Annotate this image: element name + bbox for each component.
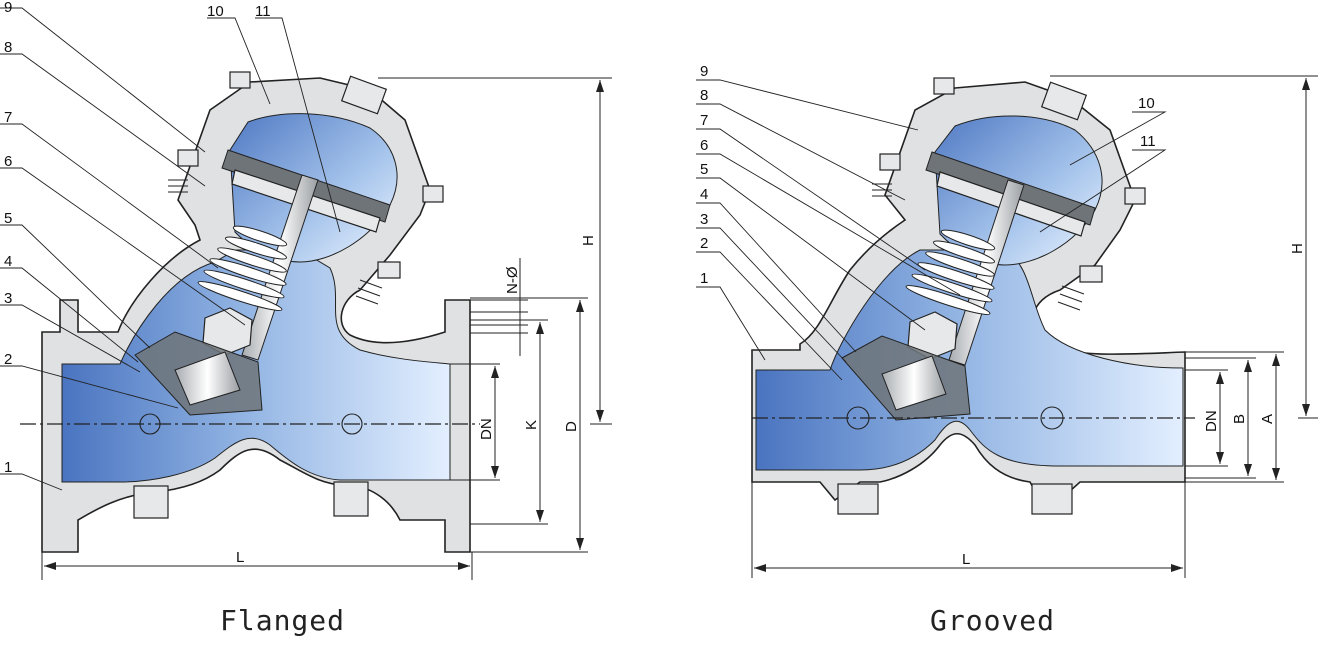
grooved-part-11: 11 bbox=[1140, 133, 1156, 150]
grooved-cover-bolts bbox=[872, 77, 1146, 311]
grooved-dim-B: B bbox=[1231, 414, 1248, 424]
grooved-part-10: 10 bbox=[1138, 95, 1155, 112]
flanged-spring bbox=[197, 225, 288, 311]
flanged-dim-DN: DN bbox=[478, 418, 495, 440]
flanged-valve: 9 8 7 6 5 4 3 2 1 10 11 H N-Ø DN bbox=[0, 0, 612, 637]
flanged-part-5: 5 bbox=[4, 210, 12, 227]
grooved-part-9: 9 bbox=[700, 63, 708, 80]
flanged-dimensions: H N-Ø DN K D L bbox=[41, 77, 612, 580]
flanged-caption: Flanged bbox=[220, 604, 345, 637]
grooved-drain-plugs bbox=[837, 483, 1073, 515]
grooved-part-4: 4 bbox=[700, 186, 708, 203]
flanged-drain-plugs bbox=[133, 481, 369, 519]
flanged-part-9: 9 bbox=[4, 0, 12, 16]
flanged-dim-N: N-Ø bbox=[504, 266, 521, 294]
flanged-part-labels: 9 8 7 6 5 4 3 2 1 10 11 bbox=[4, 0, 271, 476]
flanged-part-7: 7 bbox=[4, 109, 12, 126]
grooved-part-3: 3 bbox=[700, 211, 708, 228]
flanged-part-1: 1 bbox=[4, 459, 12, 476]
grooved-part-2: 2 bbox=[700, 235, 708, 252]
flanged-dim-K: K bbox=[523, 420, 540, 430]
grooved-dim-H: H bbox=[1289, 243, 1306, 254]
flanged-dim-H: H bbox=[580, 235, 597, 246]
grooved-part-labels: 9 8 7 6 5 4 3 2 1 10 11 bbox=[700, 63, 1156, 287]
grooved-part-8: 8 bbox=[700, 87, 708, 104]
flanged-dim-D: D bbox=[563, 421, 580, 432]
grooved-part-6: 6 bbox=[700, 137, 708, 154]
grooved-dim-DN: DN bbox=[1203, 410, 1220, 432]
flanged-part-11: 11 bbox=[255, 3, 271, 20]
flanged-part-3: 3 bbox=[4, 290, 12, 307]
grooved-dim-L: L bbox=[962, 551, 970, 568]
grooved-fluid-chamber bbox=[755, 249, 1184, 471]
flanged-part-8: 8 bbox=[4, 39, 12, 56]
grooved-part-5: 5 bbox=[700, 161, 708, 178]
flanged-cover-bolts bbox=[168, 71, 444, 305]
grooved-valve: 9 8 7 6 5 4 3 2 1 10 11 H DN B bbox=[696, 63, 1318, 637]
grooved-dim-A: A bbox=[1259, 414, 1276, 424]
grooved-part-1: 1 bbox=[700, 270, 708, 287]
flanged-leader-lines bbox=[0, 7, 341, 491]
grooved-part-7: 7 bbox=[700, 112, 708, 129]
flanged-part-10: 10 bbox=[207, 3, 224, 20]
grooved-spring bbox=[905, 229, 996, 315]
flanged-part-4: 4 bbox=[4, 253, 12, 270]
flanged-part-2: 2 bbox=[4, 351, 12, 368]
grooved-caption: Grooved bbox=[930, 604, 1055, 637]
flanged-dim-L: L bbox=[236, 549, 244, 566]
grooved-leader-lines bbox=[696, 79, 1167, 381]
flanged-part-6: 6 bbox=[4, 153, 12, 170]
grooved-dimensions: H DN B A L bbox=[751, 75, 1318, 578]
